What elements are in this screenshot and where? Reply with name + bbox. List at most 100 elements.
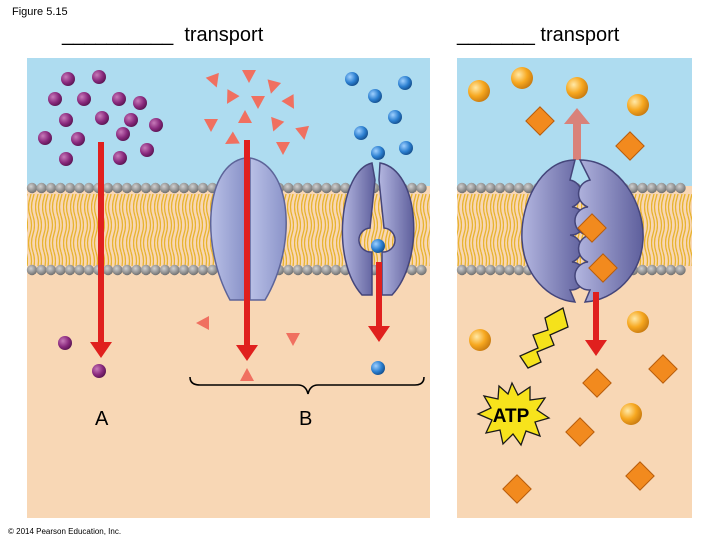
panel-a-label: A <box>95 408 109 430</box>
blue-molecule <box>345 72 359 86</box>
phospholipid-head <box>656 264 667 276</box>
blue-molecule <box>399 141 413 155</box>
solute-triangle <box>267 79 282 94</box>
phospholipid-head <box>665 182 677 194</box>
phospholipid-head <box>283 182 294 194</box>
phospholipid-head <box>150 264 161 276</box>
phospholipid-head <box>504 182 515 194</box>
blue-molecule <box>368 89 382 103</box>
diffusion-arrow <box>90 142 112 358</box>
orange-diamond <box>502 474 532 504</box>
atp-burst: ATP <box>476 381 551 447</box>
phospholipid-head <box>140 182 152 194</box>
solute-triangle <box>196 316 209 330</box>
orange-sphere <box>566 77 588 99</box>
phospholipid-head <box>159 264 171 276</box>
purple-molecule <box>140 143 154 157</box>
phospholipid-head <box>131 264 142 276</box>
purple-molecule <box>133 96 147 110</box>
phospholipid-head <box>292 264 304 276</box>
purple-molecule <box>112 92 126 106</box>
phospholipid-head <box>102 264 114 276</box>
phospholipid-head <box>74 182 85 194</box>
phospholipid-head <box>64 182 76 194</box>
purple-molecule <box>95 111 109 125</box>
purple-molecule <box>59 152 73 166</box>
orange-diamond <box>525 106 555 136</box>
purple-molecule <box>48 92 62 106</box>
purple-molecule <box>61 72 75 86</box>
phospholipid-head <box>646 264 658 276</box>
phospholipid-head <box>169 264 180 276</box>
phospholipid-head <box>55 264 66 276</box>
orange-diamond <box>582 368 612 398</box>
blue-molecule <box>398 76 412 90</box>
phospholipid-head <box>637 264 648 276</box>
phospholipid-head <box>311 264 323 276</box>
orange-diamond <box>625 461 655 491</box>
purple-molecule <box>92 364 106 378</box>
solute-triangle <box>205 72 219 88</box>
phospholipid-head <box>292 182 304 194</box>
active-transport-title: _______ transport <box>457 24 620 46</box>
phospholipid-head <box>283 264 294 276</box>
purple-molecule <box>58 336 72 350</box>
carrier-arrow <box>368 262 390 342</box>
atp-label: ATP <box>493 406 530 427</box>
phospholipid-head <box>36 182 47 194</box>
orange-diamond <box>615 131 645 161</box>
pump-up-arrow <box>564 108 590 160</box>
molecules <box>38 67 678 504</box>
panel-b-label: B <box>299 408 313 430</box>
purple-molecule <box>77 92 91 106</box>
orange-sphere <box>468 80 490 102</box>
purple-molecule <box>124 113 138 127</box>
phospholipid-head <box>197 182 209 194</box>
purple-molecule <box>71 132 85 146</box>
solute-triangle <box>276 142 290 155</box>
phospholipid-head <box>121 182 133 194</box>
orange-diamond <box>577 213 607 243</box>
phospholipid-head <box>178 182 190 194</box>
phospholipid-head <box>26 264 38 276</box>
phospholipid-head <box>102 182 114 194</box>
phospholipid-head <box>311 182 323 194</box>
phospholipid-head <box>456 264 468 276</box>
phospholipid-head <box>197 264 209 276</box>
solute-triangle <box>286 333 300 346</box>
figure-label: Figure 5.15 <box>12 6 68 18</box>
phospholipid-head <box>207 264 218 276</box>
blue-molecule <box>371 361 385 375</box>
channel-protein <box>209 157 287 301</box>
orange-sphere <box>620 403 642 425</box>
phospholipid-head <box>169 182 180 194</box>
phospholipid-head <box>140 264 152 276</box>
phospholipid-head <box>406 182 418 194</box>
phospholipid-head <box>112 264 123 276</box>
purple-molecule <box>116 127 130 141</box>
phospholipid-head <box>302 182 313 194</box>
phospholipid-head <box>523 182 534 194</box>
phospholipid-head <box>406 264 418 276</box>
orange-sphere <box>469 329 491 351</box>
phospholipid-head <box>456 182 468 194</box>
phospholipid-head <box>112 182 123 194</box>
purple-molecule <box>113 151 127 165</box>
phospholipid-head <box>485 264 496 276</box>
phospholipid-head <box>159 182 171 194</box>
phospholipid-head <box>475 264 487 276</box>
phospholipid-head <box>416 182 427 194</box>
phospholipid-head <box>466 182 477 194</box>
phospholipid-head <box>55 182 66 194</box>
phospholipid-head <box>637 182 648 194</box>
pump-down-arrow <box>585 292 607 356</box>
blue-molecule <box>388 110 402 124</box>
phospholipid-head <box>321 264 332 276</box>
phospholipid-head <box>121 264 133 276</box>
orange-sphere <box>627 311 649 333</box>
phospholipid-head <box>83 182 95 194</box>
phospholipid-head <box>330 264 342 276</box>
orange-diamond <box>648 354 678 384</box>
phospholipid-head <box>416 264 427 276</box>
solute-triangle <box>281 94 294 109</box>
